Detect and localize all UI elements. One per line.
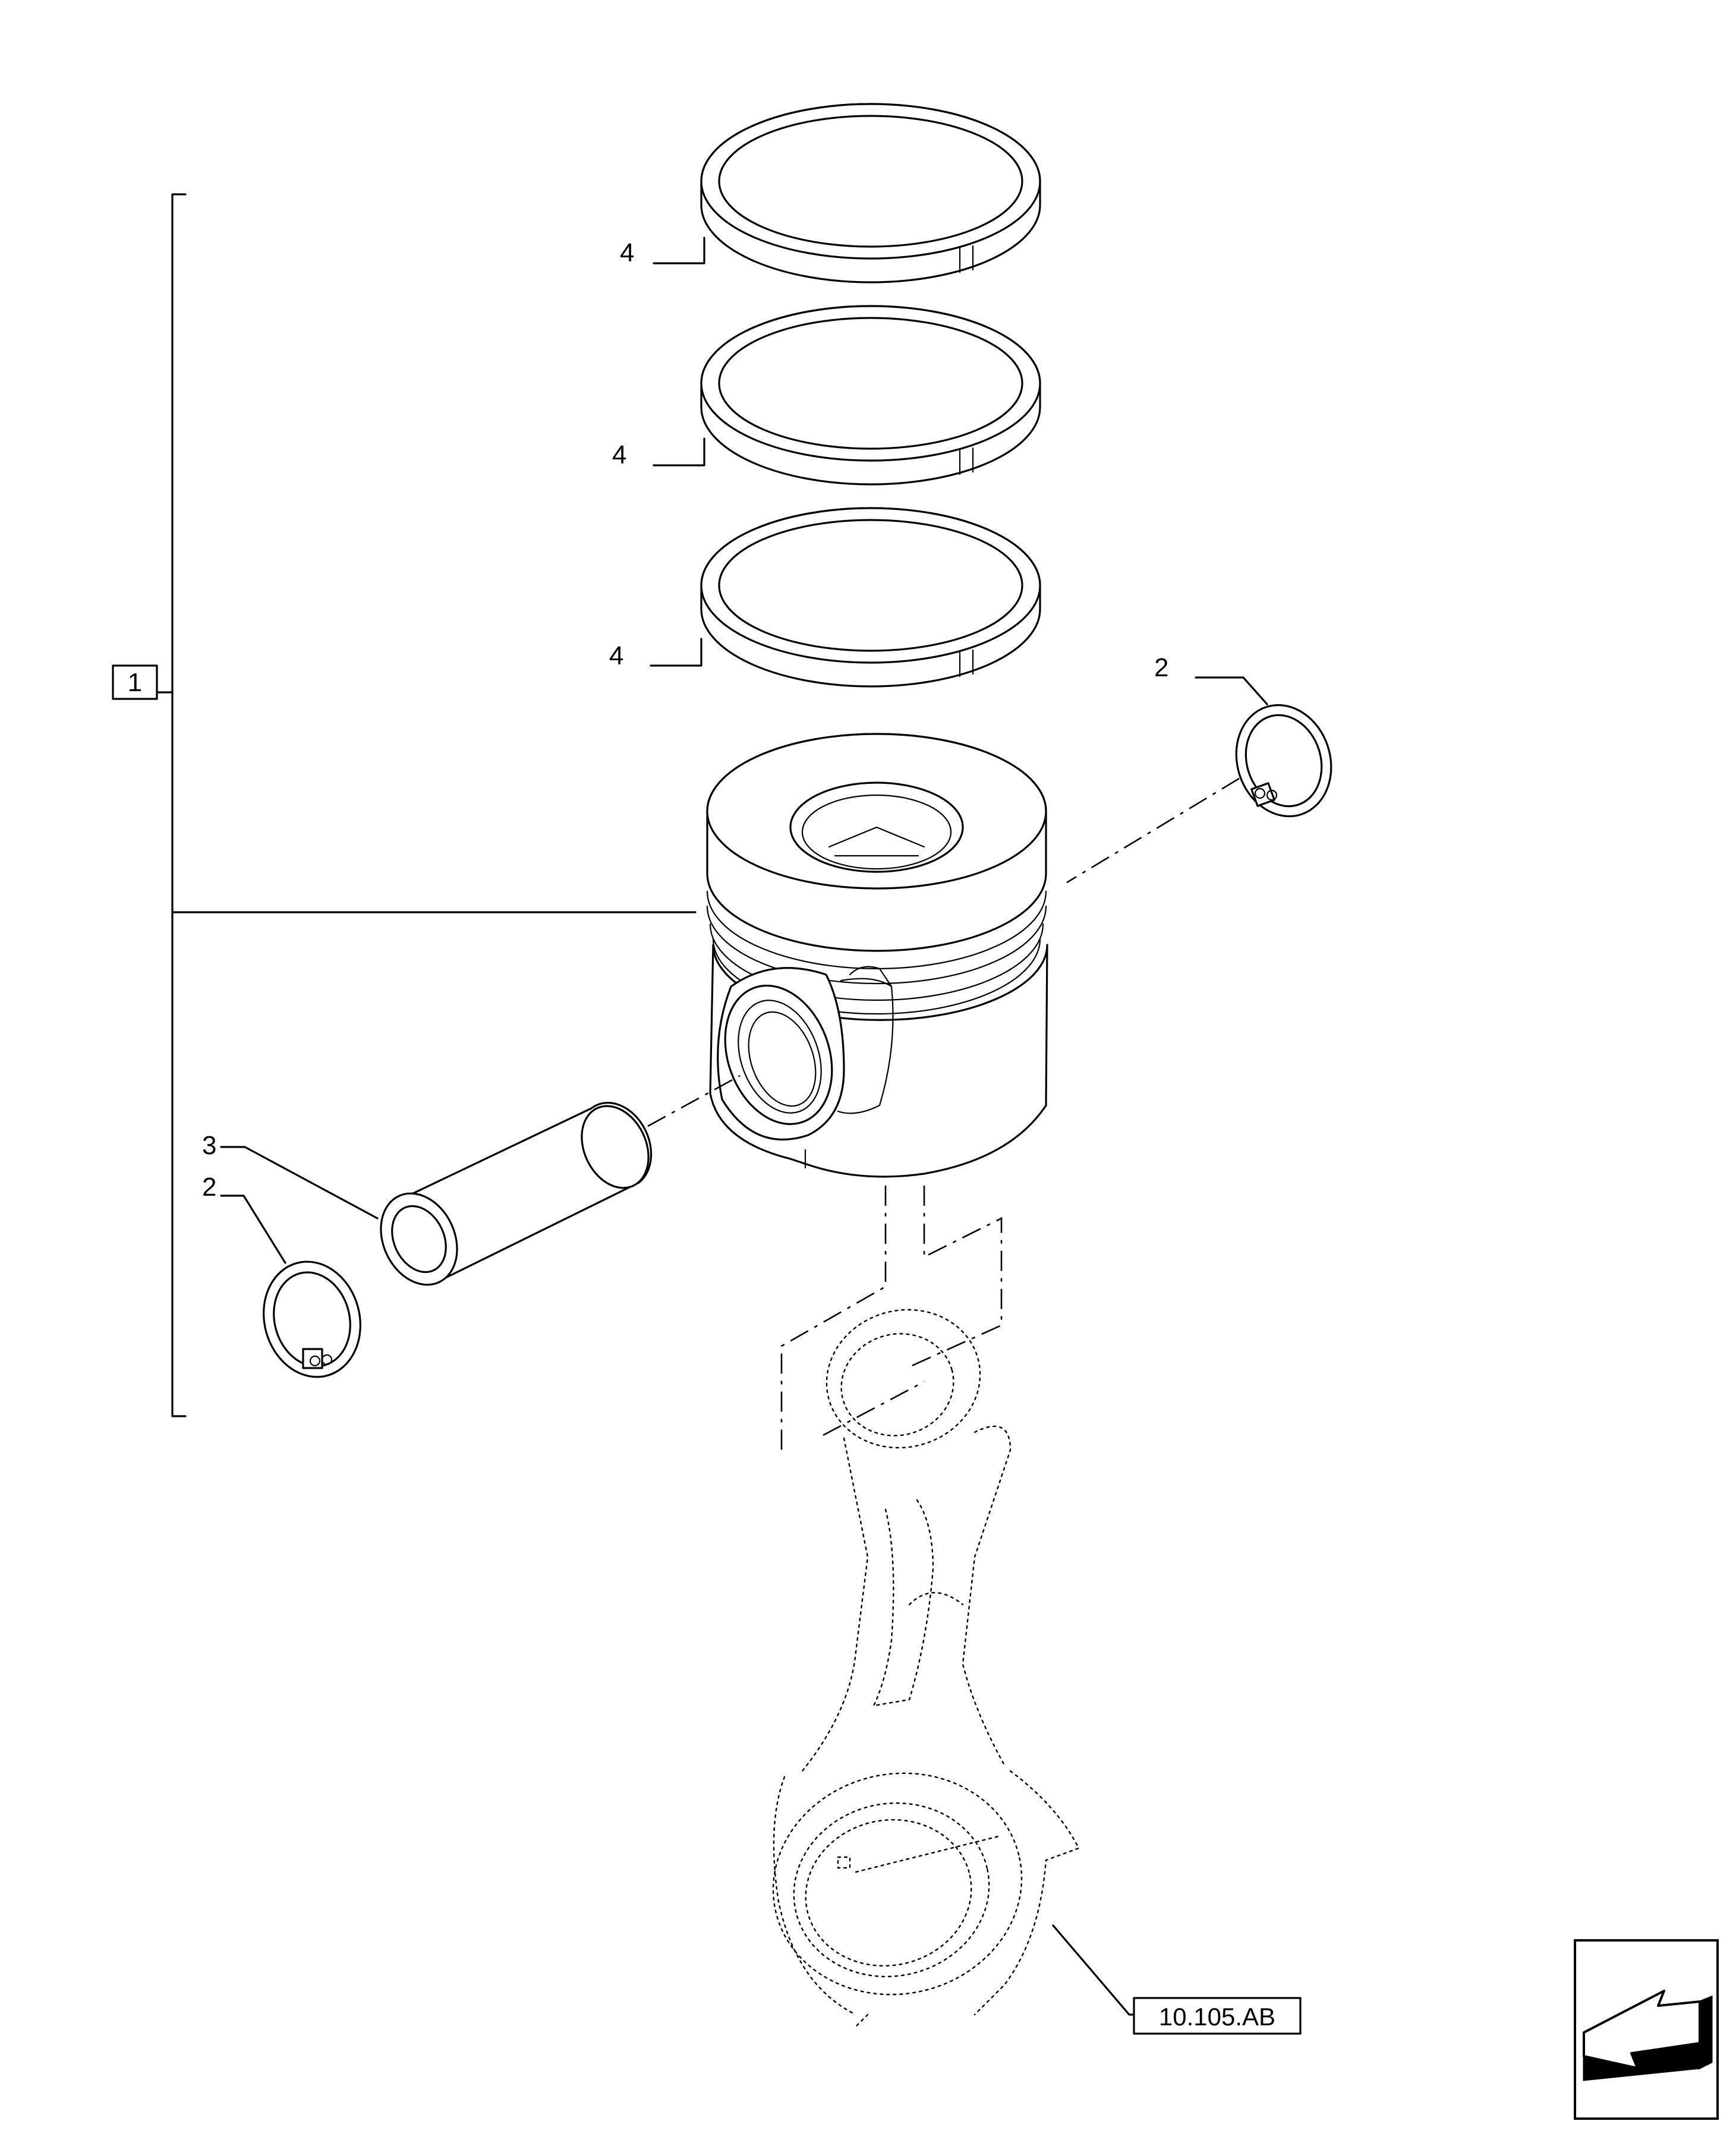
callout-2-left: 2 (202, 1173, 216, 1202)
circlip-left (263, 1260, 361, 1378)
circlip-right (1235, 704, 1332, 818)
callout-3: 3 (202, 1131, 216, 1160)
piston-ring-top (700, 103, 1041, 283)
conrod-reference-box (1133, 1997, 1302, 2035)
callout-1: 1 (128, 668, 142, 697)
callout-2-right: 2 (1154, 653, 1168, 682)
piston-ring-bottom (700, 507, 1041, 688)
assembly-bracket: 1 (112, 193, 697, 1417)
conrod-reference-label[interactable]: 10.105.AB (1159, 2003, 1275, 2031)
piston-ring-middle (700, 305, 1041, 486)
previous-page-arrow-icon[interactable] (1574, 1939, 1719, 2120)
callout-4-bottom: 4 (609, 641, 623, 670)
piston (706, 733, 1048, 1178)
callout-4-top: 4 (620, 238, 634, 267)
callout-4-middle: 4 (612, 440, 626, 469)
connecting-rod-phantom (772, 1186, 1080, 2028)
piston-pin (380, 1102, 653, 1286)
